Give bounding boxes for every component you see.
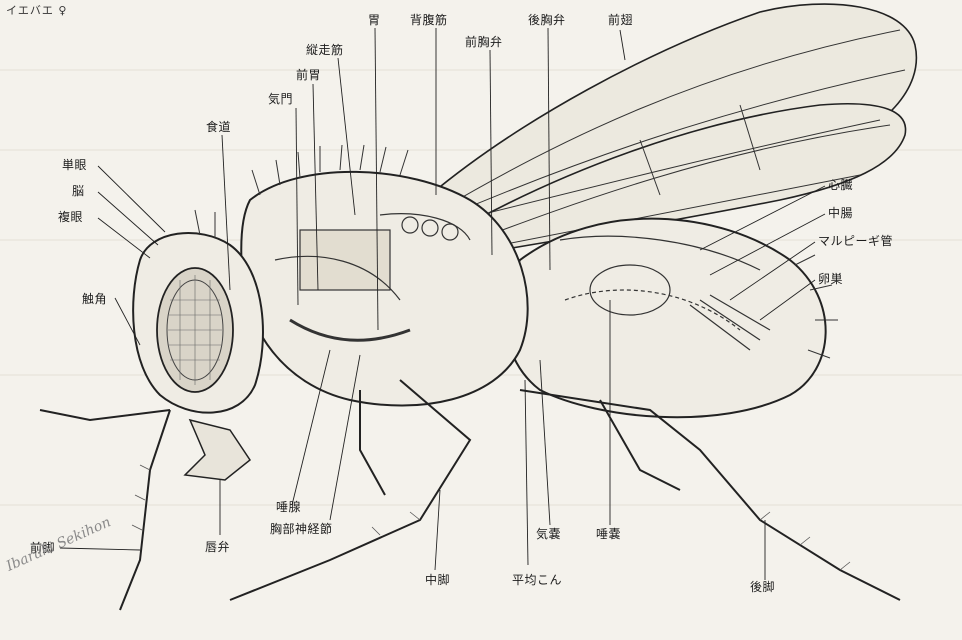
label-proboscis: 唇弁 bbox=[205, 540, 230, 554]
label-anterior-thoracic-valve: 前胸弁 bbox=[465, 35, 503, 49]
label-malpighian-tubule: マルピーギ管 bbox=[818, 234, 893, 248]
label-midgut: 中腸 bbox=[828, 206, 853, 220]
label-heart: 心臓 bbox=[828, 178, 853, 192]
label-compound-eye: 複眼 bbox=[58, 210, 83, 224]
label-longitudinal-muscle: 縦走筋 bbox=[306, 43, 344, 57]
label-air-sac: 唾嚢 bbox=[596, 527, 621, 541]
label-midleg: 中脚 bbox=[425, 573, 450, 587]
compound-eye-shape bbox=[157, 268, 233, 392]
label-hindleg: 後脚 bbox=[750, 580, 775, 594]
label-forewing: 前翅 bbox=[608, 13, 633, 27]
label-ovary: 卵巣 bbox=[818, 272, 843, 286]
label-posterior-thoracic-valve: 後胸弁 bbox=[528, 13, 566, 27]
label-dorsal-abdominal-muscle: 背腹筋 bbox=[410, 13, 448, 27]
label-brain: 脳 bbox=[72, 184, 85, 198]
proboscis-shape bbox=[185, 420, 250, 480]
label-thoracic-ganglion: 胸部神経節 bbox=[270, 522, 333, 536]
label-foregut: 前胃 bbox=[296, 68, 321, 82]
label-spiracle-lower: 気嚢 bbox=[536, 527, 561, 541]
label-simple-eye: 単眼 bbox=[62, 158, 87, 172]
diagram-title: イエバエ ♀ bbox=[6, 2, 67, 18]
label-spiracle-upper: 気門 bbox=[268, 92, 293, 106]
label-antenna: 触角 bbox=[82, 292, 107, 306]
legs bbox=[40, 380, 900, 610]
label-esophagus: 食道 bbox=[206, 120, 231, 134]
label-salivary-gland: 唾腺 bbox=[276, 500, 301, 514]
label-haltere: 平均こん bbox=[512, 573, 562, 587]
label-stomach: 胃 bbox=[368, 13, 381, 27]
leg-hairs bbox=[132, 465, 850, 570]
